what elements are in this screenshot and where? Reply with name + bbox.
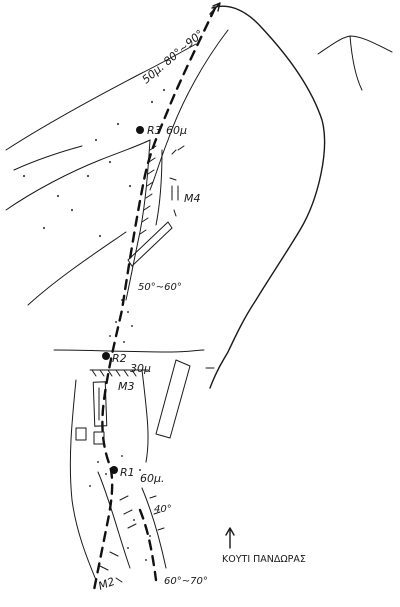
left-ledge bbox=[13, 145, 83, 171]
anchor-r3-label: R3 bbox=[147, 124, 162, 137]
route-top-arrow-icon bbox=[209, 2, 221, 15]
pitch-m2-label: M2 bbox=[97, 575, 117, 593]
lower-slab-angle: 40° bbox=[154, 504, 172, 515]
pillar-block-left bbox=[92, 381, 108, 427]
north-arrow-icon bbox=[225, 527, 235, 549]
anchor-r1-label: R1 bbox=[120, 466, 135, 479]
lower-wall-right bbox=[141, 369, 149, 463]
north-caption: ΚΟΥΤΙ ΠΑΝΔΩΡΑΣ bbox=[222, 554, 306, 565]
anchor-r2 bbox=[102, 352, 110, 360]
small-block-1 bbox=[75, 427, 87, 441]
route-line bbox=[92, 6, 217, 592]
terrain-speckles bbox=[22, 88, 166, 561]
roof-hatch bbox=[89, 369, 149, 377]
anchor-r1 bbox=[110, 466, 118, 474]
upper-crack-right bbox=[155, 149, 163, 226]
anchor-r3-length: 60μ bbox=[166, 124, 187, 137]
lower-wall-left bbox=[69, 379, 97, 581]
lower-gully-left bbox=[97, 471, 131, 569]
start-approach bbox=[138, 508, 158, 582]
right-ridge-line-2 bbox=[349, 35, 363, 91]
lower-gully-hatch bbox=[99, 495, 165, 583]
upper-crack-left bbox=[125, 139, 151, 301]
rock-face-inner-edge bbox=[149, 29, 229, 191]
left-slope-upper bbox=[5, 43, 197, 151]
pillar-block-right bbox=[155, 359, 191, 439]
anchor-r2-label: R2 bbox=[112, 352, 127, 365]
m4-crack-mark bbox=[171, 185, 179, 201]
crack-hatching bbox=[139, 145, 185, 235]
left-slope-mid bbox=[27, 231, 127, 306]
upper-slab-angle: 50°~60° bbox=[138, 282, 182, 293]
slab-block bbox=[127, 221, 173, 267]
anchor-r3 bbox=[136, 126, 144, 134]
anchor-r1-length: 60μ. bbox=[140, 472, 165, 485]
rock-face-outline bbox=[209, 5, 326, 389]
anchor-r2-length: 30μ bbox=[130, 362, 151, 375]
lower-gully-right bbox=[141, 487, 167, 569]
pitch-m3-label: M3 bbox=[118, 380, 135, 393]
bench-line bbox=[53, 349, 205, 353]
pitch-m4-label: M4 bbox=[184, 192, 201, 205]
start-angle: 60°~70° bbox=[164, 576, 208, 587]
right-ridge-line bbox=[317, 35, 393, 55]
left-slope-lower bbox=[5, 139, 151, 211]
